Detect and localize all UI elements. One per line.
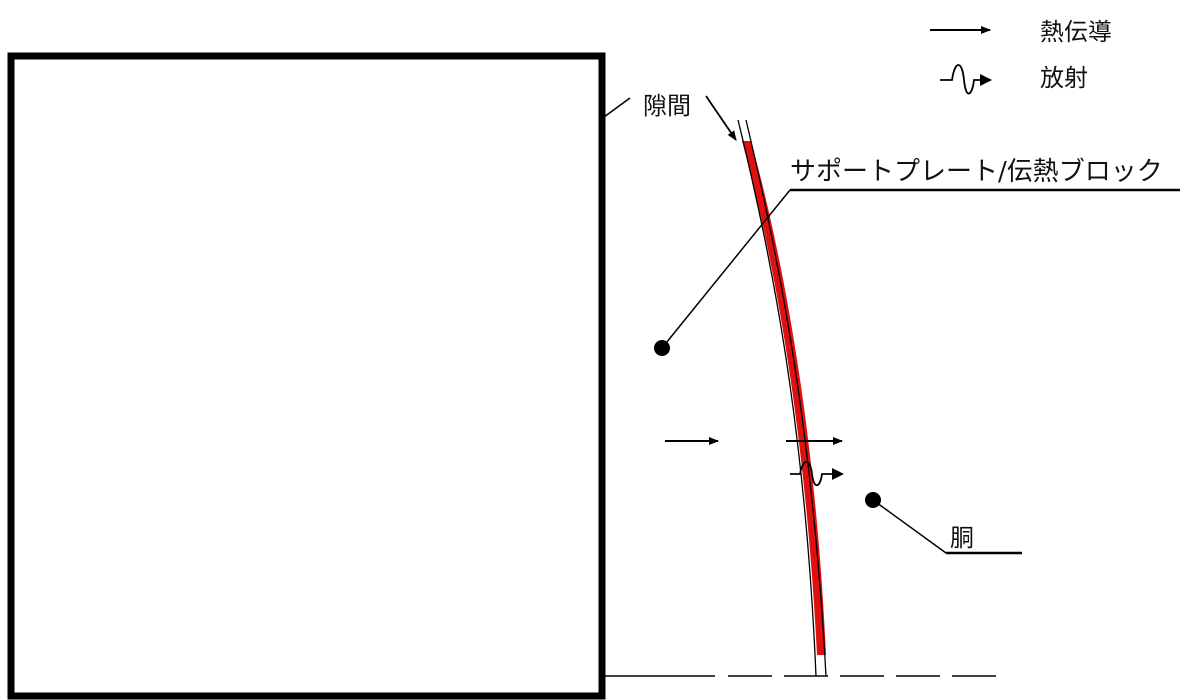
support-plate [737,119,827,677]
radiation-arrow-out [790,461,832,487]
shell-leader-line [872,499,947,554]
support-plate-leader-dot [654,340,670,356]
shell-label: 胴 [950,524,974,552]
support-plate-leader-line [661,189,791,349]
gap-pointer-arrow [705,95,737,141]
legend-radiation-label: 放射 [1040,64,1088,92]
support-plate-inner-edge [737,119,817,677]
support-plate-label: サポートプレート/伝熱ブロック [790,157,1163,187]
support-plate-outer-edge [745,119,827,677]
legend: 熱伝導 放射 [930,18,1112,95]
legend-conduction-label: 熱伝導 [1040,18,1112,46]
radiation-arrow-icon [940,64,984,95]
gap-label: 隙間 [643,92,691,120]
box-leader-line [603,97,631,118]
support-plate-red-band [742,141,826,655]
masked-region-box [7,52,606,700]
